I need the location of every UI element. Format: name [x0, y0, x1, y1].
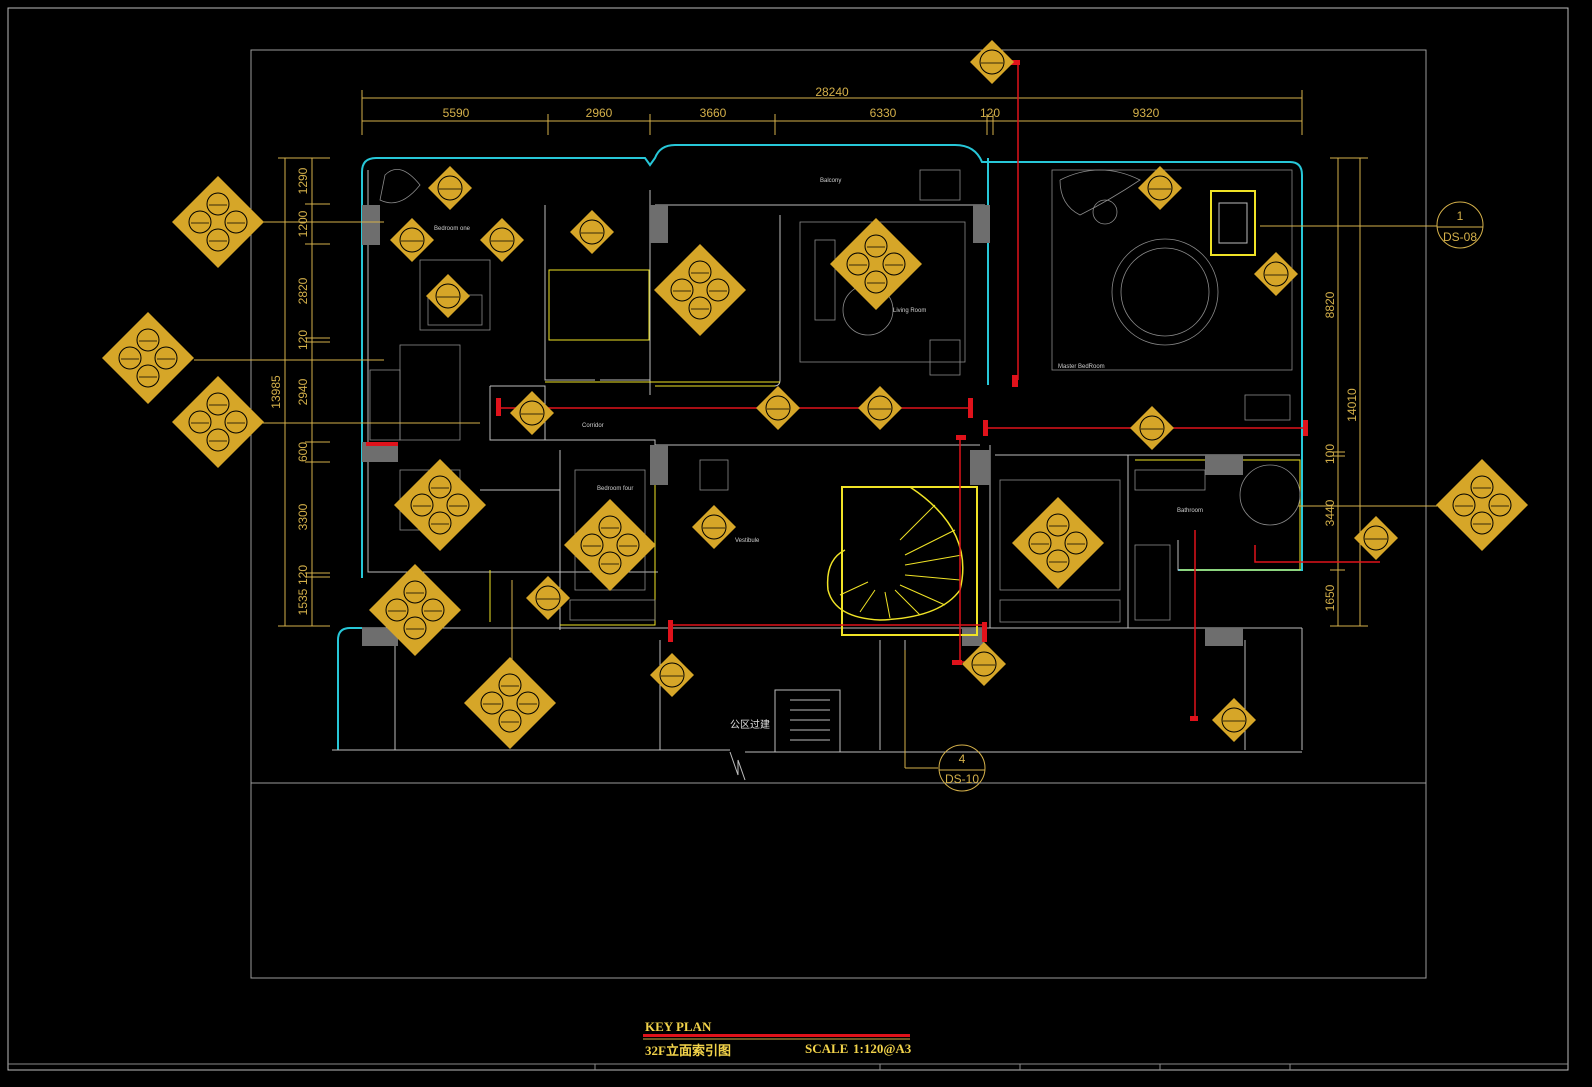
elevation-single-marker — [510, 391, 554, 435]
highlight-box — [1210, 190, 1256, 256]
top-dimension-chain — [361, 90, 1303, 135]
elevation-single-marker — [1138, 166, 1182, 210]
dim-left-7: 3300 — [296, 503, 310, 530]
elevation-single-marker — [1254, 252, 1298, 296]
room-label-master: Master BedRoom — [1058, 364, 1105, 370]
section-ref-4-sheet: DS-10 — [945, 772, 979, 786]
furniture-linework — [369, 168, 1301, 623]
room-label-corridor: Corridor — [582, 423, 604, 429]
scale-value: 1:120@A3 — [853, 1041, 912, 1056]
dim-left-3: 2820 — [296, 277, 310, 304]
key-plan-title: KEY PLAN — [645, 1019, 712, 1034]
public-corridor-note: 公区过建 — [730, 718, 770, 731]
room-label-living: Living Room — [893, 308, 926, 314]
room-label-bedroom-one: Bedroom one — [434, 226, 471, 232]
dim-left-4: 120 — [296, 330, 310, 350]
dim-top-2: 2960 — [586, 106, 613, 120]
dim-right-overall: 14010 — [1345, 388, 1359, 422]
dim-left-8: 120 — [296, 565, 310, 585]
section-cut-lines — [498, 65, 1380, 720]
left-dimension-chain — [278, 157, 330, 627]
section-ref-4-num: 4 — [959, 752, 966, 766]
elevation-single-marker — [962, 642, 1006, 686]
sheet-border — [7, 7, 1569, 1071]
section-ref-1-sheet: DS-08 — [1443, 230, 1477, 244]
elevation-callouts — [102, 40, 1528, 749]
spiral-staircase — [826, 486, 978, 636]
exterior-walls — [337, 144, 1303, 750]
section-ref-1-num: 1 — [1457, 209, 1464, 223]
right-dimension-chain — [1330, 157, 1368, 627]
dim-left-5: 2940 — [296, 378, 310, 405]
viewport-frame — [250, 49, 1427, 979]
section-cut-ticks — [366, 60, 1308, 721]
elevation-single-marker — [1354, 516, 1398, 560]
leader-lines — [194, 221, 1437, 769]
elevation-cluster-marker — [172, 176, 264, 268]
room-label-vestibule: Vestibule — [735, 538, 760, 544]
elevation-cluster-marker — [1436, 459, 1528, 551]
title-block: KEY PLAN 32F立面索引图 SCALE 1:120@A3 — [643, 1019, 912, 1058]
elevation-single-marker — [692, 505, 736, 549]
elevation-single-marker — [1130, 406, 1174, 450]
elevation-cluster-marker — [172, 376, 264, 468]
section-ref-4: 4 DS-10 — [938, 744, 986, 792]
elevation-single-marker — [526, 576, 570, 620]
room-label-balcony: Balcony — [820, 178, 841, 184]
elevation-single-marker — [650, 653, 694, 697]
dim-top-4: 6330 — [870, 106, 897, 120]
room-label-bathroom: Bathroom — [1177, 508, 1203, 514]
elevation-single-marker — [570, 210, 614, 254]
elevation-cluster-marker — [394, 459, 486, 551]
key-plan-subtitle: 32F立面索引图 — [645, 1043, 731, 1058]
dim-right-1: 8820 — [1323, 291, 1337, 318]
interior-walls — [332, 170, 1303, 781]
elevation-cluster-marker — [369, 564, 461, 656]
room-label-bedroom-four: Bedroom four — [597, 486, 633, 492]
elevation-single-marker — [390, 218, 434, 262]
elevation-single-marker — [858, 386, 902, 430]
scale-label: SCALE — [805, 1041, 848, 1056]
column-blocks — [362, 205, 1243, 646]
elevation-single-marker — [970, 40, 1014, 84]
room-labels: Balcony Living Room Master BedRoom Bathr… — [434, 178, 1203, 544]
elevation-cluster-marker — [564, 499, 656, 591]
dim-top-3: 3660 — [700, 106, 727, 120]
dim-left-2: 1200 — [296, 210, 310, 237]
elevation-single-marker — [426, 274, 470, 318]
elevation-single-marker — [1212, 698, 1256, 742]
dim-left-overall: 13985 — [269, 375, 283, 409]
section-ref-1: 1 DS-08 — [1436, 201, 1484, 249]
elevation-cluster-marker — [102, 312, 194, 404]
elevation-single-marker — [428, 166, 472, 210]
elevation-cluster-marker — [830, 218, 922, 310]
dim-top-5: 120 — [980, 106, 1000, 120]
elevation-cluster-marker — [464, 657, 556, 749]
dim-left-1: 1290 — [296, 167, 310, 194]
elevation-single-marker — [480, 218, 524, 262]
dim-right-2: 100 — [1323, 444, 1337, 464]
dim-top-1: 5590 — [443, 106, 470, 120]
elevation-cluster-marker — [1012, 497, 1104, 589]
dim-right-3: 3440 — [1323, 499, 1337, 526]
dim-left-9: 1535 — [296, 588, 310, 615]
elevation-single-marker — [756, 386, 800, 430]
dim-left-6: 600 — [296, 442, 310, 462]
elevation-cluster-marker — [654, 244, 746, 336]
dim-top-6: 9320 — [1133, 106, 1160, 120]
dim-overall-width: 28240 — [815, 85, 849, 99]
dim-right-4: 1650 — [1323, 584, 1337, 611]
